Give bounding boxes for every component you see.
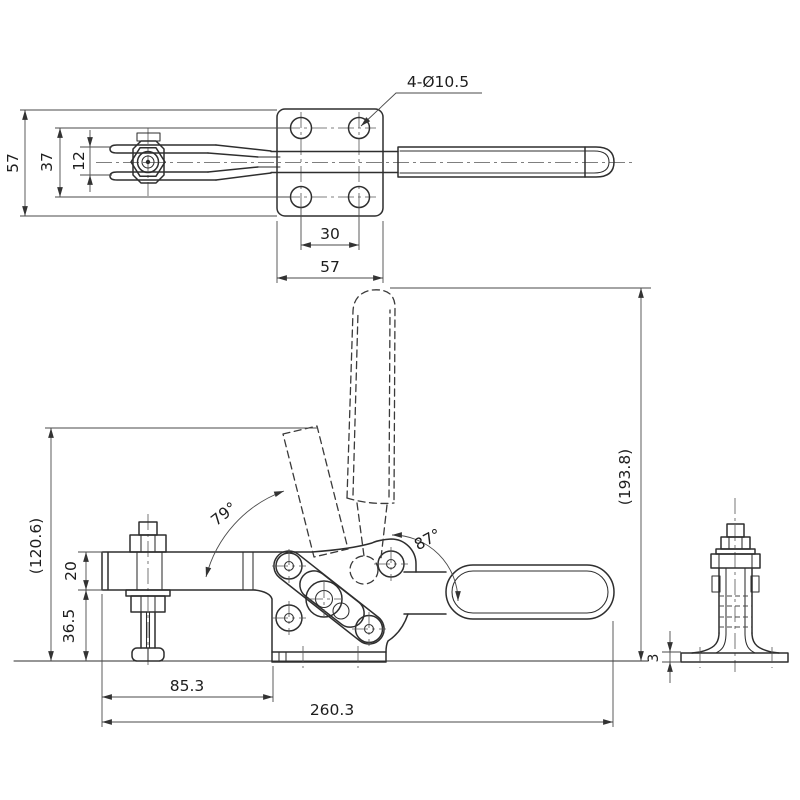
- handle-top: [397, 146, 615, 178]
- hole-top-right: [347, 116, 371, 140]
- dim-base-thickness: 3: [646, 654, 662, 663]
- arm-open-dashed: [282, 425, 349, 558]
- dim-open-handle-height: (193.8): [616, 449, 634, 505]
- mounting-plate-top: [276, 108, 384, 217]
- top-view: 57 37 12 4-Ø10.5 30 57: [4, 73, 632, 283]
- base-plate-side: [680, 652, 789, 663]
- open-position-dashed: [282, 289, 396, 559]
- front-view-dimensions: (120.6) 20 36.5 85.3 260.3 (193.8): [27, 287, 651, 727]
- side-view-body: [680, 523, 789, 668]
- side-view-dimensions: 3: [646, 631, 681, 683]
- dim-arm-reach: 85.3: [170, 677, 205, 695]
- dim-plate-width: 57: [320, 258, 340, 276]
- hole-top-left: [289, 116, 313, 140]
- handle-open-dashed: [346, 289, 396, 504]
- open-pivot-hidden: [349, 555, 379, 585]
- side-view: 3: [646, 498, 789, 683]
- dim-bar-height: 20: [62, 561, 80, 581]
- spindle-top: [130, 132, 166, 184]
- spindle-front: [125, 514, 171, 669]
- top-view-dimensions: 57 37 12 4-Ø10.5 30 57: [4, 73, 482, 283]
- dim-open-height: (120.6): [27, 518, 45, 574]
- dim-overall-length: 260.3: [310, 701, 354, 719]
- dim-fork-gap: 12: [70, 151, 88, 171]
- dim-overall-width: 57: [4, 153, 22, 173]
- dim-base-height: 36.5: [60, 609, 78, 644]
- holes-callout: 4-Ø10.5: [407, 73, 469, 91]
- dim-hole-col-spacing: 30: [320, 225, 340, 243]
- dim-hole-row-spacing: 37: [38, 152, 56, 172]
- u-bar-top: [109, 144, 399, 181]
